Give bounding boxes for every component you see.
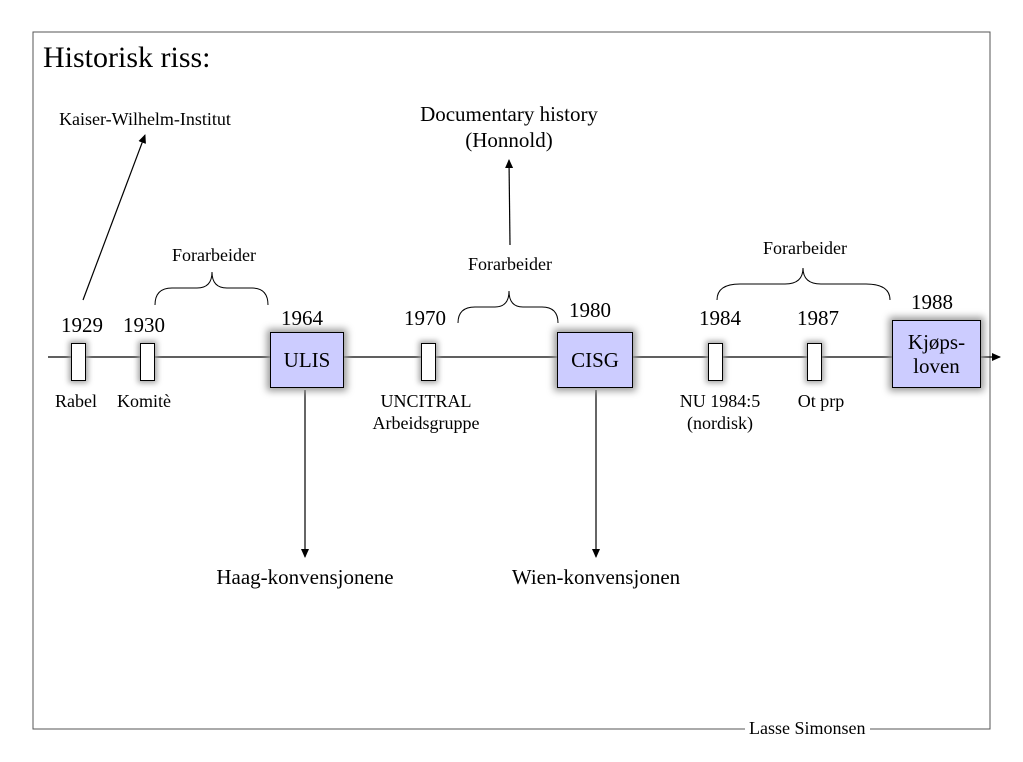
forarbeider-label-2: Forarbeider — [468, 254, 552, 274]
arrow-documentary — [505, 159, 514, 246]
page-title: Historisk riss: — [43, 41, 211, 74]
label-komite: Komitè — [117, 391, 171, 411]
year-1980: 1980 — [569, 298, 611, 322]
forarbeider-label-3: Forarbeider — [763, 238, 847, 258]
year-1987: 1987 — [797, 306, 839, 330]
brace-forarbeider-2 — [457, 290, 559, 324]
year-1970: 1970 — [404, 306, 446, 330]
box-cisg: CISG — [557, 332, 633, 388]
documentary-label: Documentary history (Honnold) — [420, 102, 598, 153]
footer-author: Lasse Simonsen — [745, 718, 870, 739]
year-1929: 1929 — [61, 313, 103, 337]
box-ulis: ULIS — [270, 332, 344, 388]
tick-1987 — [807, 343, 822, 381]
label-wien: Wien-konvensjonen — [511, 565, 681, 589]
kaiser-label: Kaiser-Wilhelm-Institut — [59, 109, 231, 129]
box-kjopsloven: Kjøps- loven — [892, 320, 981, 388]
tick-1970 — [421, 343, 436, 381]
forarbeider-label-1: Forarbeider — [172, 245, 256, 265]
year-1964: 1964 — [281, 306, 323, 330]
frame-border — [32, 31, 991, 730]
label-rabel: Rabel — [55, 391, 97, 411]
year-1984: 1984 — [699, 306, 741, 330]
tick-1930 — [140, 343, 155, 381]
arrow-kaiser — [82, 134, 146, 301]
tick-1929 — [71, 343, 86, 381]
year-1988: 1988 — [911, 290, 953, 314]
tick-1984 — [708, 343, 723, 381]
year-1930: 1930 — [123, 313, 165, 337]
label-nu-1984: NU 1984:5 (nordisk) — [679, 391, 761, 433]
brace-forarbeider-3 — [716, 267, 891, 301]
brace-forarbeider-1 — [154, 271, 269, 306]
label-haag: Haag-konvensjonene — [216, 565, 394, 589]
label-uncitral: UNCITRAL Arbeidsgruppe — [372, 391, 480, 433]
label-ot-prp: Ot prp — [797, 391, 845, 411]
